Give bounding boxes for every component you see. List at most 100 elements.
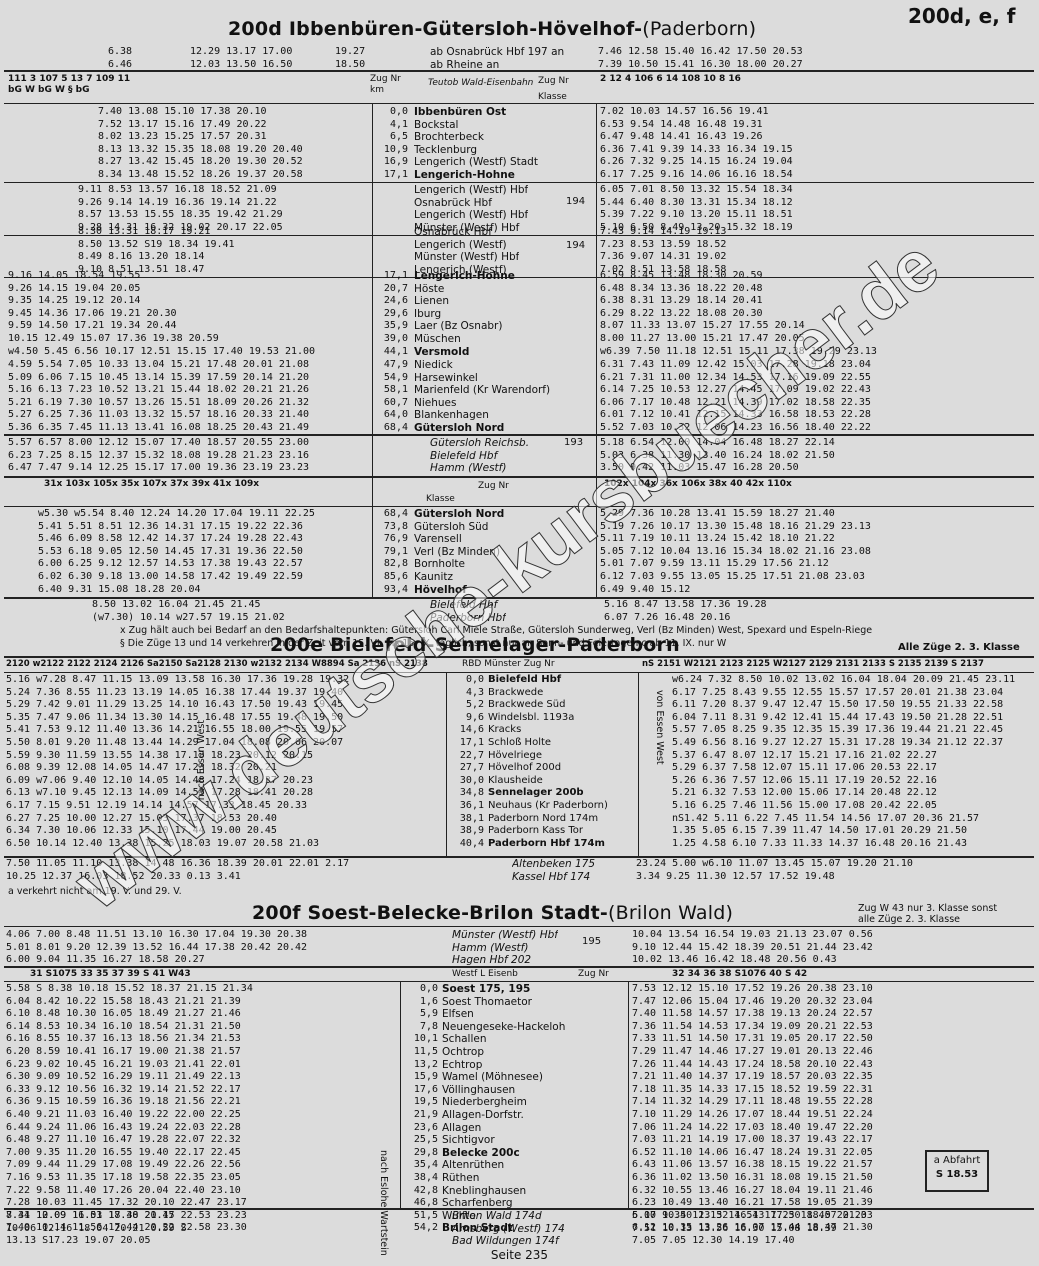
section-200e-title: 200e Bielefeld-Sennelager-Paderborn — [270, 634, 680, 656]
s1-ref-194: 194 — [566, 196, 586, 207]
s1-block-g-km: 68,4 73,8 76,9 79,1 82,8 85,6 93,4 — [383, 508, 408, 595]
s3-ref-195: 195 — [582, 936, 602, 947]
s2-right-separator — [638, 673, 639, 856]
s1-zug-nr-2: Zug Nr — [478, 481, 509, 491]
s1-block-a-right: 7.02 10.03 14.57 16.56 19.41 6.53 9.54 1… — [600, 106, 793, 180]
page-footer: Seite 235 — [490, 1248, 549, 1262]
s1-top-refs: ab Osnabrück Hbf 197 an ab Rheine an — [430, 46, 565, 71]
s1-block-f-stations: Gütersloh Reichsb. Bielefeld Hbf Hamm (W… — [430, 437, 530, 475]
s1-right-separator — [596, 104, 597, 598]
section-200d-title: 200d Ibbenbüren-Gütersloh-Hövelhof-(Pade… — [228, 18, 756, 40]
s3-header-rule — [4, 981, 1034, 982]
s2-note: a verkehrt nicht am 19. V. und 29. V. — [8, 886, 182, 897]
section-200f-title-main: 200f Soest-Belecke-Brilon Stadt- — [252, 902, 608, 924]
s1-block-c-stations: Osnabrück Hbf Lengerich (Westf) Münster … — [414, 226, 520, 276]
section-200f-title-sub: (Brilon Wald) — [608, 902, 734, 924]
s3-abfahrt-label: a Abfahrt — [933, 1155, 981, 1166]
s1-header-middle: Zug Nr km — [370, 74, 401, 95]
s2-stations: Bielefeld Hbf Brackwede Brackwede Süd Wi… — [488, 674, 608, 849]
s3-right-separator — [628, 982, 629, 1208]
s2-nach-essen: nach Essen West — [196, 720, 207, 801]
s1-block-b-stations: Lengerich (Westf) Hbf Osnabrück Hbf Leng… — [414, 184, 529, 234]
s3-stations: Soest 175, 195 Soest Thomaetor Elfsen Ne… — [442, 983, 566, 1235]
s3-top-left: 4.06 7.00 8.48 11.51 13.10 16.30 17.04 1… — [6, 929, 308, 966]
page-corner-label: 200d, e, f — [908, 4, 1016, 28]
s2-rbd: RBD Münster Zug Nr — [462, 659, 555, 669]
s3-top-stations: Münster (Westf) Hbf Hamm (Westf) Hagen H… — [452, 929, 558, 967]
s2-klasse-note: Alle Züge 2. 3. Klasse — [898, 642, 1020, 653]
s1-klasse-2: Klasse — [426, 494, 455, 504]
s2-right-times: w6.24 7.32 8.50 10.02 13.02 16.04 18.04 … — [672, 674, 1016, 849]
s1-line-name: Teutob Wald-Eisenbahn — [428, 78, 534, 88]
s1-block-b-left: 9.11 8.53 13.57 16.18 18.52 21.09 9.26 9… — [78, 184, 283, 233]
s1-block-c-left: 8.30 13.31 18.17 19.21 8.50 13.52 S19 18… — [78, 226, 235, 275]
s3-top-rule — [4, 926, 1034, 927]
s3-abfahrt-time: S 18.53 — [935, 1169, 979, 1180]
s1-top-rule — [4, 70, 1034, 72]
s2-left-separator — [446, 673, 447, 856]
s1-block-e-km: 47,9 54,9 58,1 60,7 64,0 68,4 — [383, 359, 408, 433]
s3-right-train-numbers: 32 34 36 38 S1076 40 S 42 — [672, 969, 808, 979]
s2-right-train-numbers: nS 2151 W2121 2123 2125 W2127 2129 2131 … — [642, 659, 984, 669]
s3-nach-eslohe: nach Eslohe Wartstein — [378, 1150, 389, 1256]
s1-right-train-numbers: 2 12 4 106 6 14 108 10 8 16 — [600, 74, 741, 84]
s1-rule-a — [4, 182, 1034, 183]
s3-left-train-numbers: 31 S1075 33 35 37 39 S 41 W43 — [30, 969, 191, 979]
s1-left-train-numbers-2: 31x 103x 105x 35x 107x 37x 39x 41x 109x — [44, 479, 260, 489]
s1-rule-f — [4, 476, 1034, 478]
s1-zug-nr-right: Zug Nr — [538, 76, 569, 86]
s1-block-h-left: 8.50 13.02 16.04 21.45 21.45 (w7.30) 10.… — [92, 599, 285, 623]
s1-left-separator — [372, 104, 373, 598]
s2-bottom-stations: Altenbeken 175 Kassel Hbf 174 — [512, 858, 596, 883]
s1-klasse-right: Klasse — [538, 92, 567, 102]
s3-zug-nr: Zug Nr — [578, 969, 609, 979]
s1-block-d-left: 9.16 14.05 18.54 19.55 9.26 14.15 19.04 … — [8, 270, 316, 357]
s2-von-essen: von Essen West — [654, 690, 665, 765]
s3-bottom-stations: Brilon Wald 174d Arnsberg (Westf) 174 Ba… — [452, 1210, 565, 1248]
s1-block-f-right: 5.18 6.54 12.00 14.04 16.48 18.27 22.14 … — [600, 437, 835, 474]
s1-block-h-stations: Bielefeld Hbf Paderborn Hbf — [430, 599, 506, 624]
s3-km: 0,0 1,6 5,9 7,8 10,1 11,5 13,2 15,9 17,6… — [413, 983, 438, 1234]
s1-ref-194b: 194 — [566, 240, 586, 251]
section-200f-title: 200f Soest-Belecke-Brilon Stadt-(Brilon … — [252, 902, 733, 924]
s1-block-c-right: 7.43 9.14 14.19 19.13 7.23 8.53 13.59 18… — [600, 226, 727, 275]
s3-klasse-note: Zug W 43 nur 3. Klasse sonst alle Züge 2… — [858, 903, 998, 925]
s1-top-right-times: 7.46 12.58 15.40 16.42 17.50 20.53 7.39 … — [598, 46, 803, 70]
s2-left-train-numbers: 2120 w2122 2122 2124 2126 Sa2150 Sa2128 … — [6, 659, 428, 669]
s1-rule-g-top — [4, 506, 1034, 507]
s1-rule-b — [4, 235, 1034, 236]
section-200d-title-main: 200d Ibbenbüren-Gütersloh-Hövelhof- — [228, 18, 643, 40]
s1-rule-g — [4, 597, 1034, 599]
s1-block-a-stations: Ibbenbüren Ost Bockstal Brochterbeck Tec… — [414, 106, 538, 181]
s2-bottom-right: 23.24 5.00 w6.10 11.07 13.45 15.07 19.20… — [636, 858, 913, 882]
s1-block-g-left: w5.30 w5.54 8.40 12.24 14.20 17.04 19.11… — [38, 508, 315, 595]
s2-left-times: 5.16 w7.28 8.47 11.15 13.09 13.58 16.30 … — [6, 674, 350, 849]
s1-note-1: x Zug hält auch bei Bedarf an den Bedarf… — [120, 625, 873, 636]
s3-line-name: Westf L Eisenb — [452, 969, 518, 979]
s1-header-rule — [4, 103, 1034, 104]
s2-bottom-left: 7.50 11.05 11.10 13.38 14.48 16.36 18.39… — [6, 858, 350, 882]
s1-block-d-km: 17,1 20,7 24,6 29,6 35,9 39,0 44,1 — [383, 270, 408, 357]
s1-block-a-km: 0,0 4,1 6,5 10,9 16,9 17,1 — [383, 106, 408, 180]
s1-top-left-times2: 12.29 13.17 17.00 12.03 13.50 16.50 — [190, 46, 293, 70]
s3-header-rule-top — [4, 966, 1034, 968]
s1-block-a-left: 7.40 13.08 15.10 17.38 20.10 7.52 13.17 … — [98, 106, 303, 180]
s3-right-times: 7.53 12.12 15.10 17.52 19.26 20.38 23.10… — [632, 983, 873, 1234]
s3-left-separator — [400, 982, 401, 1208]
s3-abfahrt-box: a Abfahrt S 18.53 — [925, 1150, 989, 1192]
s2-bottom-rule — [4, 856, 1034, 858]
s1-block-e-right: 6.31 7.43 11.09 12.42 15.03 17.28 19.18 … — [600, 359, 871, 433]
s3-top-right: 10.04 13.54 16.54 19.03 21.13 23.07 0.56… — [632, 929, 873, 966]
s1-block-g-right: 5.29 7.36 10.28 13.41 15.59 18.27 21.40 … — [600, 508, 871, 595]
s1-block-b-right: 6.05 7.01 8.50 13.32 15.54 18.34 5.44 6.… — [600, 184, 793, 233]
s1-block-h-right: 5.16 8.47 13.58 17.36 19.28 6.07 7.26 16… — [604, 599, 767, 623]
s1-left-train-numbers: 111 3 107 5 13 7 109 11 bG W bG W § bG — [8, 74, 131, 95]
s1-block-e-left: 4.59 5.54 7.05 10.33 13.04 15.21 17.48 2… — [8, 359, 310, 433]
s1-rule-c — [4, 277, 1034, 278]
s3-bottom-rule — [4, 1208, 1034, 1210]
s1-ref-193: 193 — [564, 437, 584, 448]
s3-bottom-right: 5.00 9.35 12.15 14.54 17.23 18.40 20.20 … — [632, 1210, 867, 1247]
s2-header-rule — [4, 672, 1034, 673]
s1-block-e-stations: Niedick Harsewinkel Marienfeld (Kr Waren… — [414, 359, 551, 434]
